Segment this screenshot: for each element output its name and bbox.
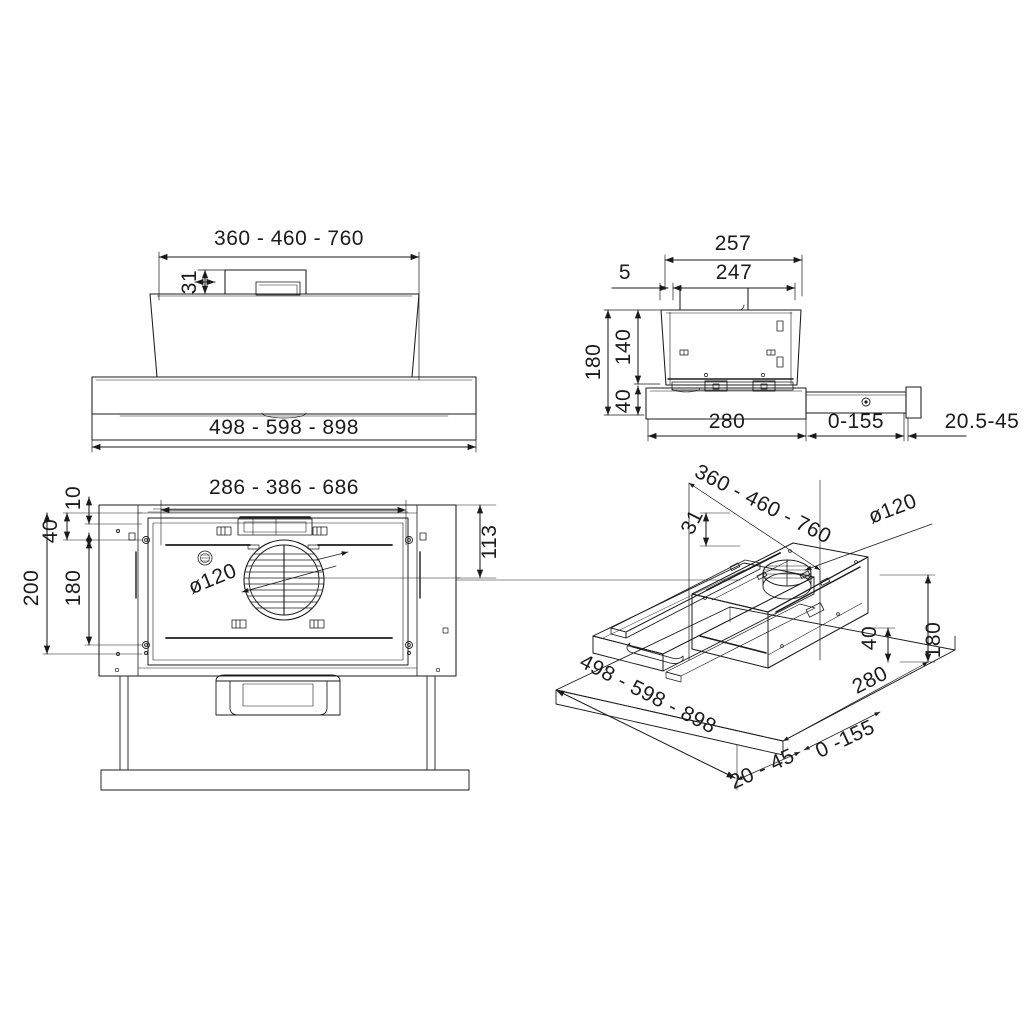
iso-dim-31 [699,512,741,547]
label-iso-31: 31 [676,506,708,538]
label-iso-40: 40 [858,626,881,650]
label-plan-113: 113 [478,525,501,560]
label-front-top-width: 360 - 460 - 760 [214,227,364,250]
label-side-40: 40 [612,389,635,413]
label-iso-bottom-width: 498 - 598 - 898 [576,650,720,739]
label-front-bottom-width: 498 - 598 - 898 [209,416,359,439]
plan-drawer-handle [127,674,428,716]
side-hood-body [660,287,802,392]
dim-front-bottom-width [91,413,477,453]
dim-side-5 [611,282,669,301]
iso-dim-40 [867,627,896,663]
iso-dim-498 [555,689,736,779]
plan-duct-outlet [241,539,337,621]
label-plan-200: 200 [20,570,43,607]
view-plan [42,496,741,791]
label-iso-duct-diameter: ø120 [865,489,920,528]
dim-side-280 [647,412,807,442]
label-side-257: 257 [715,232,752,255]
view-isometric [555,479,956,791]
dim-plan-180 [84,539,143,646]
label-side-180: 180 [582,344,605,381]
view-side-elevation [603,254,967,442]
label-plan-180: 180 [62,570,85,607]
iso-dim-20-45 [736,744,801,791]
front-hood-body [149,293,420,378]
plan-outer-frame [98,504,457,677]
iso-hood-body [691,542,869,669]
dim-plan-113 [455,504,497,579]
iso-duct-collar [762,523,933,600]
label-plan-duct-diameter: ø120 [185,559,240,599]
label-side-140: 140 [612,329,635,366]
label-front-31: 31 [178,270,201,294]
label-iso-top-width: 360 - 460 - 760 [691,460,835,549]
plan-inner-panel [147,508,409,666]
dim-plan-10 [84,496,143,525]
dim-side-257 [664,254,803,297]
front-canopy-neck [224,269,307,296]
plan-cabinet-support [100,675,470,791]
view-front-elevation [91,251,477,453]
label-side-5: 5 [619,261,631,284]
dim-plan-200 [42,512,143,655]
iso-dim-frame [688,482,821,661]
dim-plan-40 [62,512,143,548]
label-iso-0-155: 0 -155 [812,715,878,762]
dim-side-140 [633,309,661,385]
label-plan-inner-width: 286 - 386 - 686 [209,476,359,499]
label-plan-10: 10 [62,486,85,510]
dim-side-20-45 [907,417,967,442]
label-iso-180: 180 [922,622,945,659]
label-side-0-155: 0-155 [828,410,884,433]
dim-side-0-155 [807,412,905,442]
iso-dim-0-155 [803,711,881,751]
dim-side-247 [672,282,796,301]
iso-drawer-panel [592,562,815,672]
dim-plan-inner-width [160,499,407,546]
label-side-280: 280 [709,410,746,433]
label-side-247: 247 [716,261,753,284]
label-side-20-45: 20.5-45 [945,410,1020,433]
dim-side-180 [603,309,661,416]
dim-front-top-width [158,251,420,381]
label-plan-40: 40 [39,519,62,543]
